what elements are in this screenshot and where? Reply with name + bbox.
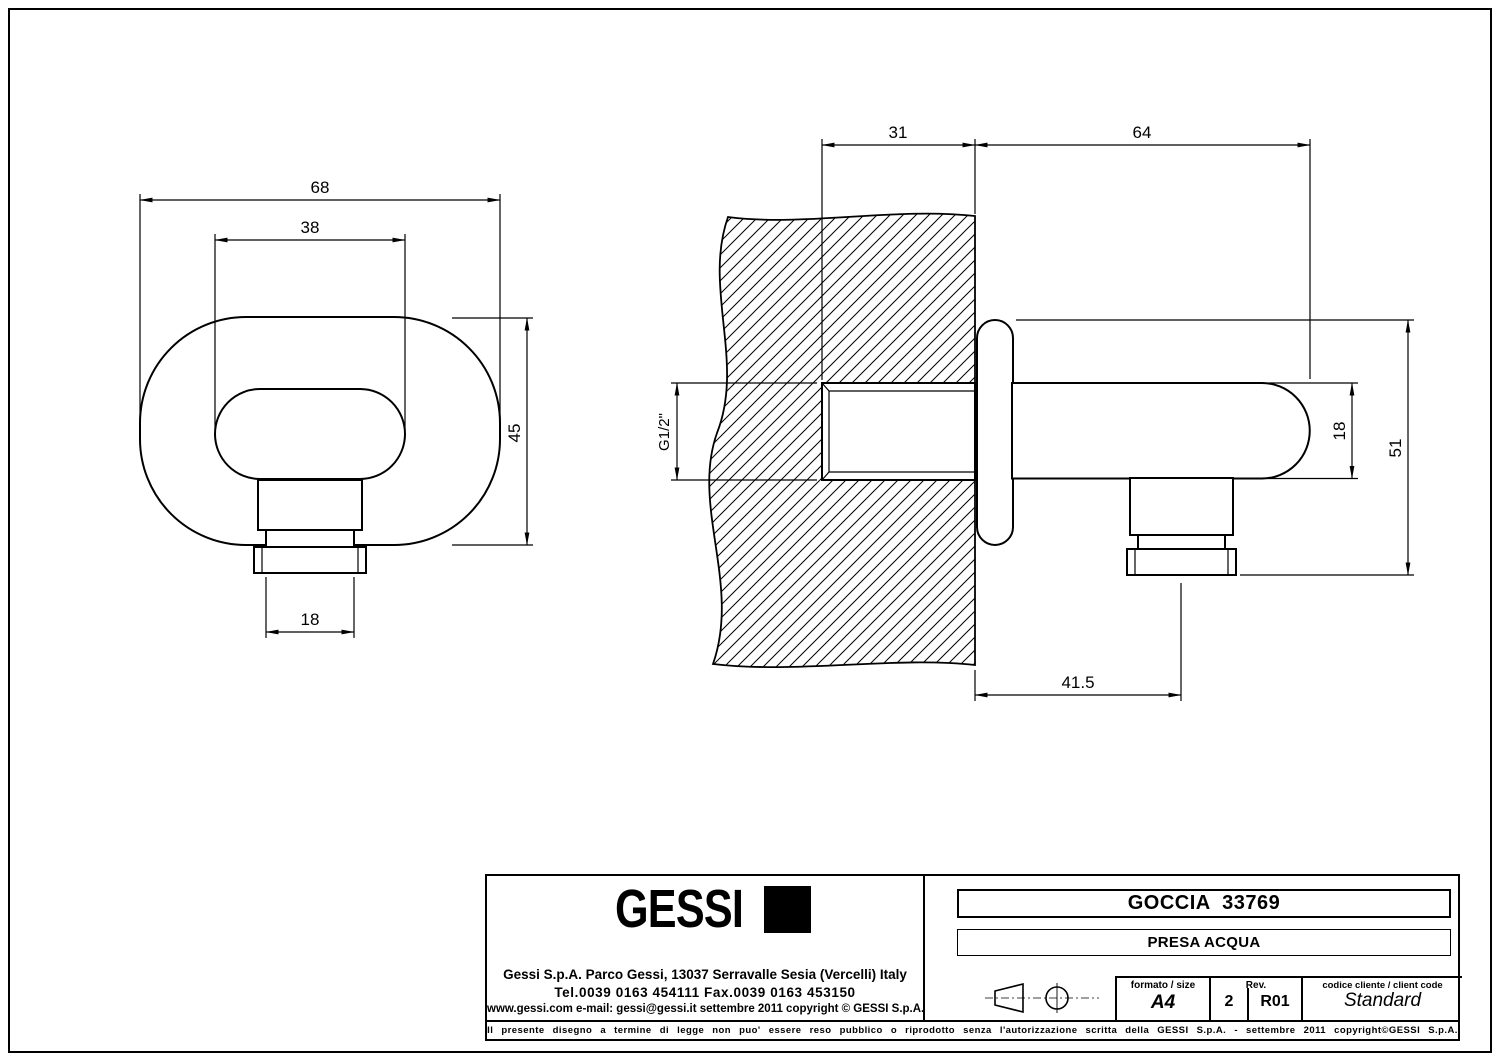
dim-length: 64	[974, 123, 1311, 379]
dim-label-51: 51	[1386, 439, 1405, 458]
company-web: www.gessi.com e-mail: gessi@gessi.it set…	[487, 1003, 923, 1015]
dim-front-height: 45	[452, 317, 533, 546]
cell-divider-3	[1301, 976, 1303, 1024]
outlet-pipe	[1011, 382, 1311, 480]
dim-total-height: 51	[1016, 319, 1414, 576]
revision-number: 2	[1224, 993, 1234, 1010]
dim-label-18-pipe: 18	[1330, 422, 1349, 441]
product-code: GOCCIA 33769	[1127, 892, 1281, 914]
company-phone: Tel.0039 0163 454111 Fax.0039 0163 45315…	[554, 985, 856, 1000]
client-code-value: Standard	[1343, 990, 1422, 1011]
dim-label-31: 31	[889, 123, 908, 142]
thread-connection	[821, 382, 976, 481]
revision-divider	[1247, 988, 1249, 1024]
dim-fitting-offset: 41.5	[974, 583, 1182, 701]
gessi-logo-mark	[763, 885, 811, 933]
dim-front-fitting-width: 18	[265, 577, 355, 638]
title-block: GESSI Gessi S.p.A. Parco Gessi, 13037 Se…	[485, 874, 1462, 1024]
legal-disclaimer-text: Il presente disegno a termine di legge n…	[487, 1025, 1458, 1036]
side-wall-plate	[976, 319, 1014, 546]
side-fitting-collar	[1137, 534, 1226, 550]
revision-label: Rev.	[1245, 980, 1267, 991]
legal-disclaimer: Il presente disegno a termine di legge n…	[485, 1022, 1460, 1041]
dim-label-38: 38	[301, 218, 320, 237]
dim-pipe-diameter: 18	[1268, 382, 1358, 480]
dim-thread-size: G1/2"	[656, 382, 817, 481]
cell-divider-2	[1209, 976, 1211, 1024]
format-label: formato / size	[1130, 980, 1196, 991]
product-name-box: PRESA ACQUA	[957, 929, 1451, 956]
gessi-logo: GESSI	[599, 879, 811, 939]
drawing-info-panel: GOCCIA 33769 PRESA ACQUA formato / size …	[925, 876, 1462, 1024]
front-view: 68 38 45 18	[139, 178, 533, 638]
section-view: 31 64 G1/2" 18	[656, 123, 1414, 701]
front-fitting-collar	[265, 529, 355, 548]
gessi-logo-text: GESSI	[615, 879, 744, 939]
client-code-label: codice cliente / client code	[1322, 980, 1443, 991]
dim-label-g12: G1/2"	[656, 413, 673, 451]
product-code-box: GOCCIA 33769	[957, 889, 1451, 918]
side-hose-fitting	[1126, 477, 1237, 576]
side-fitting-nut	[1126, 548, 1237, 576]
revision-code: R01	[1260, 993, 1290, 1010]
side-fitting-body	[1129, 477, 1234, 536]
front-hose-fitting	[253, 479, 367, 574]
thread-detail-lines	[821, 382, 975, 481]
dim-label-45: 45	[505, 424, 524, 443]
company-address: Gessi S.p.A. Parco Gessi, 13037 Serraval…	[503, 967, 907, 982]
thread-body	[821, 382, 976, 481]
product-name: PRESA ACQUA	[1147, 934, 1261, 951]
dim-label-18-front: 18	[301, 610, 320, 629]
dim-front-inner-width: 38	[214, 218, 406, 430]
sheet-border	[8, 8, 1492, 1053]
dim-front-outer-width: 68	[139, 178, 501, 424]
dim-label-68: 68	[311, 178, 330, 197]
front-fitting-nut	[253, 546, 367, 574]
company-panel: GESSI Gessi S.p.A. Parco Gessi, 13037 Se…	[487, 876, 925, 1020]
dim-label-64: 64	[1133, 123, 1152, 142]
info-row-divider	[1115, 976, 1462, 978]
front-fitting-body	[257, 479, 363, 531]
projection-symbol-icon	[985, 982, 1099, 1014]
dim-label-41-5: 41.5	[1061, 673, 1094, 692]
cell-divider-1	[1115, 976, 1117, 1024]
company-address-block: Gessi S.p.A. Parco Gessi, 13037 Serraval…	[487, 967, 923, 1015]
front-inner-opening	[214, 388, 406, 480]
dim-wall-depth: 31	[821, 123, 976, 380]
format-value: A4	[1150, 992, 1176, 1013]
